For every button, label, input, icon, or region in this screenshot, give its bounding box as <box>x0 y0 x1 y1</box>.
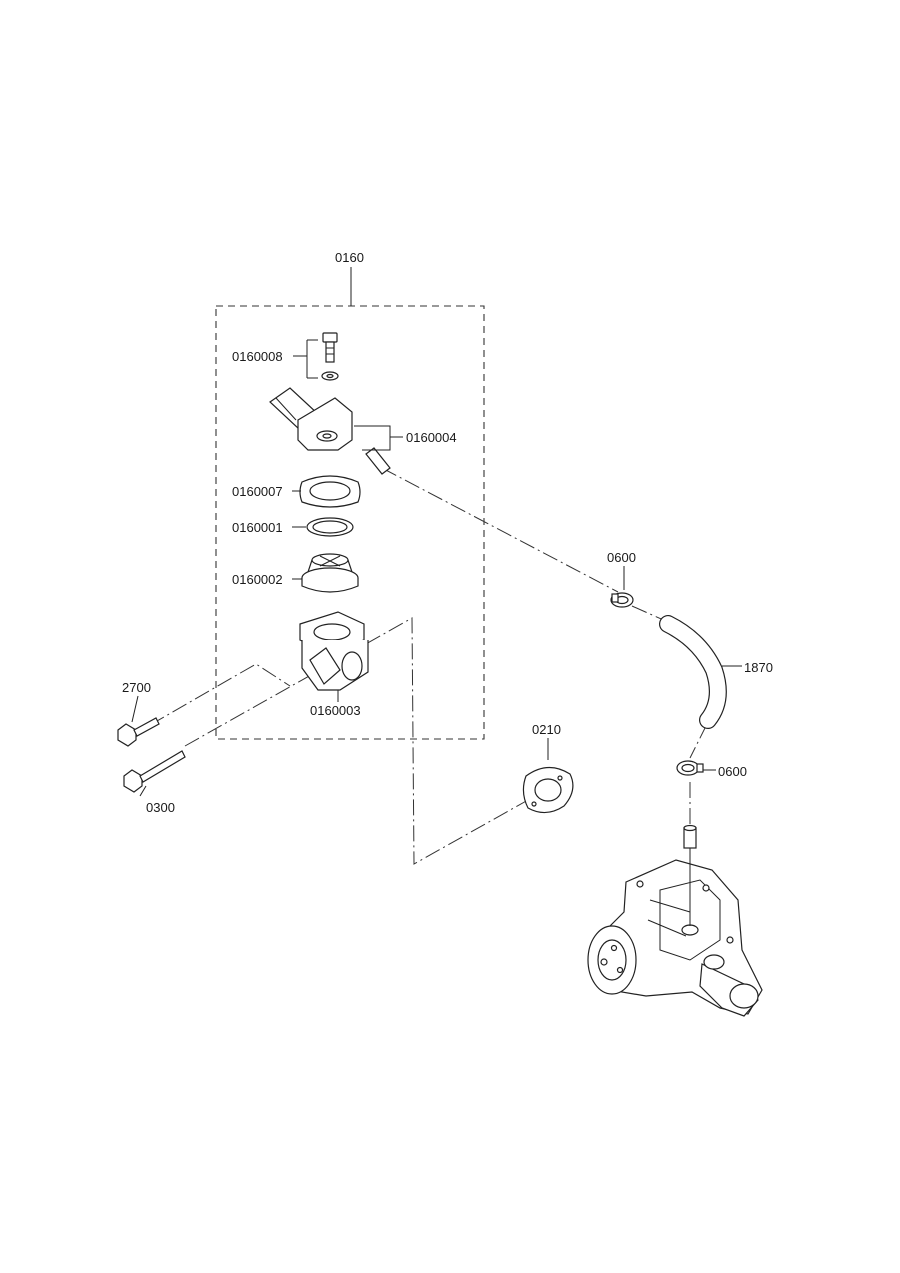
thermostat-cover-0160004[interactable] <box>269 387 391 475</box>
hose-1870[interactable] <box>659 615 727 729</box>
ring-0160001[interactable] <box>306 517 354 537</box>
label-0160: 0160 <box>335 250 364 265</box>
label-1870: 1870 <box>744 660 773 675</box>
water-pump-body <box>587 824 763 1017</box>
gasket-0160007[interactable] <box>299 475 361 508</box>
bolt-2700[interactable] <box>117 717 160 747</box>
label-0160007: 0160007 <box>232 484 283 499</box>
bolt-0300[interactable] <box>123 750 186 793</box>
label-0160003: 0160003 <box>310 703 361 718</box>
gasket-0210[interactable] <box>522 766 574 814</box>
label-0160001: 0160001 <box>232 520 283 535</box>
assembly-boundary <box>215 305 485 740</box>
clamp-upper-0600[interactable] <box>610 592 634 608</box>
leader-2700 <box>131 695 139 723</box>
leader-0160004 <box>354 425 403 451</box>
label-0160008: 0160008 <box>232 349 283 364</box>
label-0300: 0300 <box>146 800 175 815</box>
clamp-lower-0600[interactable] <box>676 760 704 776</box>
leader-0160008 <box>293 339 318 379</box>
label-0160002: 0160002 <box>232 572 283 587</box>
leader-0300 <box>139 785 147 797</box>
label-2700: 2700 <box>122 680 151 695</box>
label-0600-upper: 0600 <box>607 550 636 565</box>
label-0600-lower: 0600 <box>718 764 747 779</box>
label-0160004: 0160004 <box>406 430 457 445</box>
callout-labels: 0160 0160008 0160004 0160007 0160001 016… <box>122 250 773 815</box>
bolt-0160008[interactable] <box>321 332 339 381</box>
thermostat-0160002[interactable] <box>301 553 359 593</box>
label-0210: 0210 <box>532 722 561 737</box>
housing-0160003[interactable] <box>299 611 369 691</box>
